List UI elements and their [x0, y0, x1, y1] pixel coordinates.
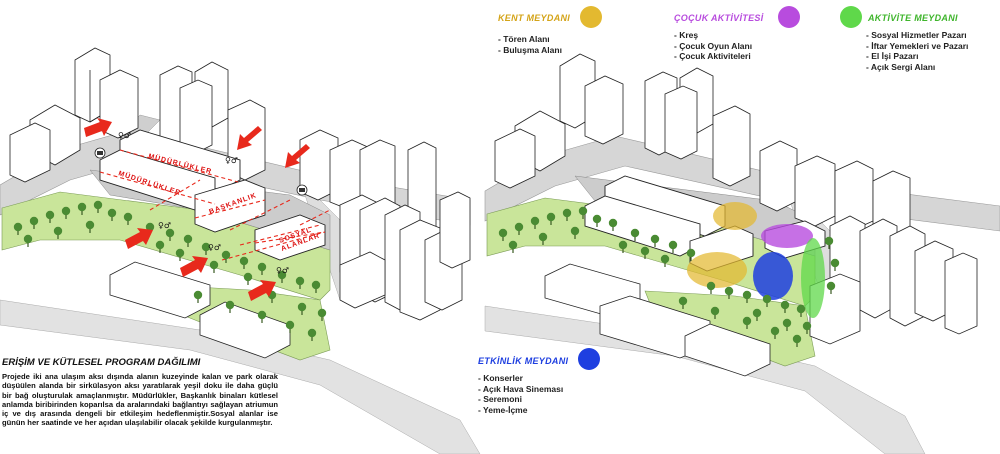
legend-cocuk-aktivitesi-swatch [778, 6, 800, 28]
zone-kent-meydani-2 [687, 252, 747, 288]
legend-cocuk-aktivitesi-title: ÇOÇUK AKTİVİTESİ [674, 13, 764, 23]
section-title: ERİŞİM VE KÜTLESEL PROGRAM DAĞILIMI [2, 357, 201, 368]
legend-item: El İşi Pazarı [866, 51, 968, 62]
svg-text:♀♂: ♀♂ [208, 243, 221, 252]
legend-item: Buluşma Alanı [498, 45, 562, 56]
legend-etkinlik-meydani-swatch [578, 348, 600, 370]
legend-kent-meydani-items: Tören Alanı Buluşma Alanı [498, 34, 562, 55]
legend-kent-meydani-swatch [580, 6, 602, 28]
legend-aktivite-meydani-swatch [840, 6, 862, 28]
pedestrian-icons: ♀♂ ♀♂ ♀♂ ♀♂ ♀♂ [118, 131, 289, 275]
zone-cocuk-aktivitesi [761, 224, 813, 248]
legend-cocuk-aktivitesi-items: Kreş Çocuk Oyun Alanı Çocuk Aktiviteleri [674, 30, 752, 62]
legend-item: Kreş [674, 30, 752, 41]
svg-text:♀♂: ♀♂ [158, 221, 171, 230]
svg-text:♀♂: ♀♂ [118, 131, 131, 140]
legend-kent-meydani-title: KENT MEYDANI [498, 13, 571, 23]
zone-kent-meydani-1 [713, 202, 757, 230]
legend-item: İftar Yemekleri ve Pazarı [866, 41, 968, 52]
svg-text:♀♂: ♀♂ [276, 266, 289, 275]
activity-zones [687, 202, 825, 318]
legend-aktivite-meydani-items: Sosyal Hizmetler Pazarı İftar Yemekleri … [866, 30, 969, 73]
legend-item: Tören Alanı [498, 34, 562, 45]
legend-item: Açık Sergi Alanı [866, 62, 968, 73]
legend-etkinlik-meydani-items: Konserler Açık Hava Sineması Seremoni Ye… [478, 373, 563, 415]
right-site-plan [484, 53, 1000, 454]
svg-text:♀♂: ♀♂ [225, 156, 238, 165]
left-site-plan: MÜDÜRLÜKLER MÜDÜRLÜKLER BAŞKANLIK SOSYAL… [0, 47, 481, 454]
legend-aktivite-meydani-title: AKTİVİTE MEYDANI [868, 13, 958, 23]
legend-item: Yeme-İçme [478, 405, 563, 416]
zone-aktivite-meydani [801, 238, 825, 318]
legend-item: Seremoni [478, 394, 563, 405]
zone-etkinlik-meydani [753, 252, 793, 300]
legend-item: Çocuk Oyun Alanı [674, 41, 752, 52]
legend-item: Çocuk Aktiviteleri [674, 51, 752, 62]
legend-item: Sosyal Hizmetler Pazarı [866, 30, 968, 41]
bus-icons [94, 147, 308, 196]
legend-item: Konserler [478, 373, 563, 384]
legend-etkinlik-meydani-title: ETKİNLİK MEYDANI [478, 356, 569, 366]
access-arrows [84, 118, 310, 301]
section-description: Projede iki ana ulaşım aksı dışında alan… [2, 372, 278, 428]
legend-item: Açık Hava Sineması [478, 384, 563, 395]
